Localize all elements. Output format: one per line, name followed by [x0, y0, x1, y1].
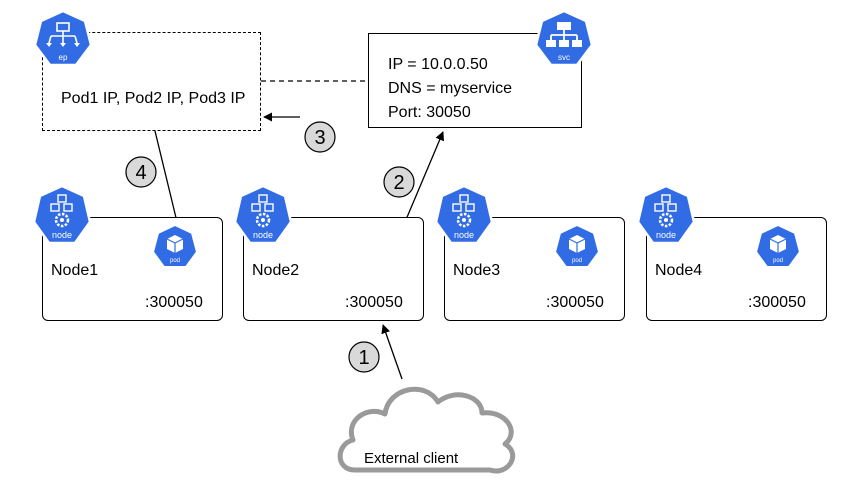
- cloud-shape: [337, 386, 516, 474]
- svg-text:node: node: [454, 230, 474, 240]
- node4-port: :300050: [748, 294, 806, 311]
- svg-text:pod: pod: [170, 258, 180, 264]
- node-icon: node: [32, 184, 92, 245]
- node1-port: :300050: [145, 294, 203, 311]
- service-ip: IP = 10.0.0.50: [388, 56, 488, 73]
- node2-name: Node2: [252, 262, 300, 279]
- node1-name: Node1: [51, 262, 99, 279]
- svg-text:pod: pod: [773, 258, 783, 264]
- service-port: Port: 30050: [388, 104, 471, 121]
- node4-name: Node4: [655, 262, 703, 279]
- node-icon: node: [636, 184, 696, 245]
- pod-icon: pod: [554, 224, 600, 268]
- step-3-marker: 3: [304, 121, 336, 153]
- svg-text:4: 4: [135, 162, 146, 184]
- node2-port: :300050: [345, 294, 403, 311]
- service-icon: svc: [534, 9, 594, 67]
- endpoints-icon: ep: [33, 9, 93, 67]
- pod-icon: pod: [755, 224, 801, 268]
- svg-text:3: 3: [314, 127, 325, 149]
- arrow-step-1: [381, 324, 403, 380]
- svg-text:2: 2: [393, 172, 404, 194]
- svg-text:node: node: [656, 230, 676, 240]
- node3-name: Node3: [453, 262, 501, 279]
- arrow-step-4: [154, 130, 181, 227]
- svg-text:svc: svc: [558, 53, 570, 62]
- node-icon: node: [233, 184, 293, 245]
- external-client-label: External client: [364, 450, 459, 467]
- svg-text:ep: ep: [59, 53, 68, 62]
- step-4-marker: 4: [125, 156, 157, 188]
- svg-text:node: node: [52, 230, 72, 240]
- svg-text:pod: pod: [572, 258, 582, 264]
- svg-text:node: node: [253, 230, 273, 240]
- svg-text:1: 1: [358, 347, 369, 369]
- node-icon: node: [434, 184, 494, 245]
- service-dns: DNS = myservice: [388, 80, 513, 97]
- step-1-marker: 1: [348, 341, 380, 373]
- endpoints-ip-list: Pod1 IP, Pod2 IP, Pod3 IP: [61, 90, 246, 107]
- node3-port: :300050: [546, 294, 604, 311]
- pod-icon: pod: [152, 224, 198, 268]
- step-2-marker: 2: [383, 166, 415, 198]
